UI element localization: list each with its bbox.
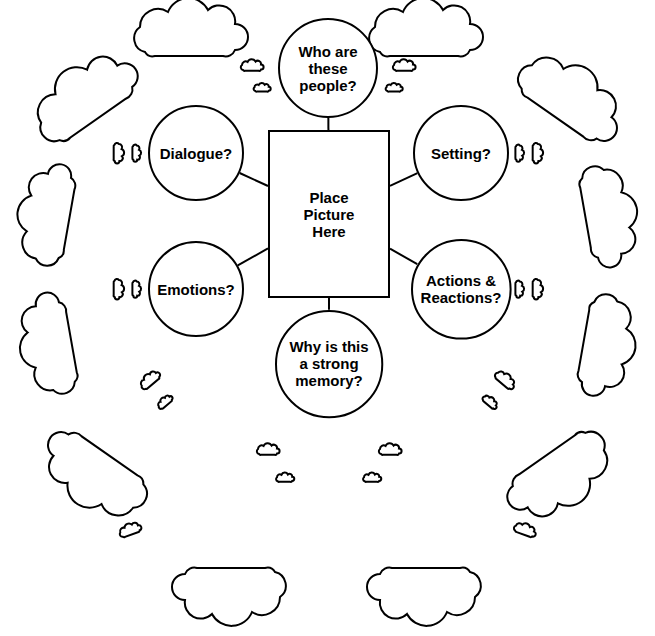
connector-line	[328, 118, 329, 130]
connector-line	[390, 173, 417, 186]
prompt-text: Emotions?	[157, 281, 235, 298]
prompt-circle: Actions & Reactions?	[411, 239, 512, 340]
prompt-circle: Why is this a strong memory?	[275, 310, 383, 418]
prompt-circle: Setting?	[413, 105, 509, 201]
small-puffs	[114, 59, 543, 538]
prompt-text: Who are these people?	[291, 43, 365, 94]
picture-box: Place Picture Here	[268, 130, 390, 298]
prompt-text: Place Picture Here	[289, 189, 369, 240]
connector-line	[390, 249, 417, 264]
prompt-text: Dialogue?	[160, 145, 233, 162]
prompt-circle: Dialogue?	[148, 105, 244, 201]
connector-line	[240, 173, 268, 186]
prompt-circle: Who are these people?	[278, 18, 378, 118]
prompt-text: Actions & Reactions?	[419, 272, 503, 306]
prompt-circle: Emotions?	[148, 241, 244, 337]
connector-line	[328, 298, 329, 310]
big-clouds	[9, 0, 646, 626]
connector-line	[238, 248, 268, 265]
prompt-text: Why is this a strong memory?	[287, 338, 371, 389]
prompt-text: Setting?	[431, 145, 491, 162]
